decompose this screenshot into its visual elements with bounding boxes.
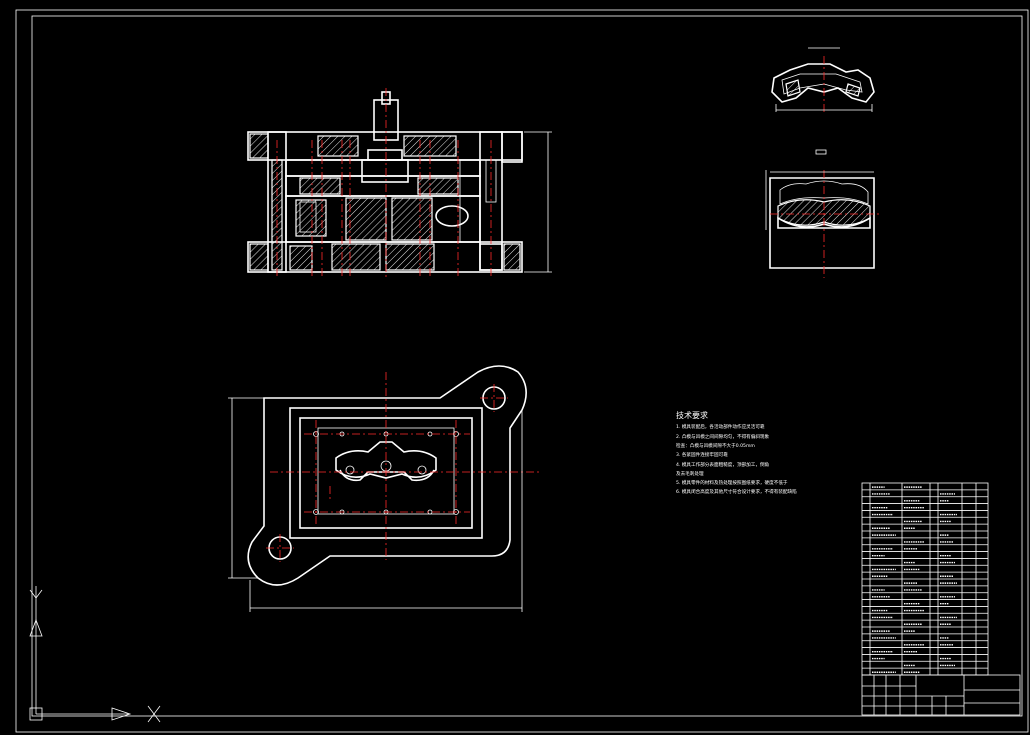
strip-layout[interactable] xyxy=(765,149,880,278)
note-line: 检查：凸模与凹模间隙不大于0.05mm xyxy=(676,442,755,449)
plan-view[interactable] xyxy=(228,365,540,612)
note-line: 1. 模具装配后，各活动部件动作应灵活可靠 xyxy=(676,423,765,430)
bom-rows xyxy=(862,489,988,669)
note-line: 6. 模具闭合高度及其他尺寸符合设计要求，不得有装配缺陷 xyxy=(676,488,797,495)
inner-frame xyxy=(31,15,1023,717)
note-line: 4. 模具工作部分表面粗糙度，顶部加工，倒角 xyxy=(676,461,770,468)
front-section-view[interactable] xyxy=(247,88,552,280)
notes-heading: 技术要求 xyxy=(676,410,708,420)
title-block[interactable] xyxy=(861,674,1021,716)
ucs-axis-icon xyxy=(29,586,161,723)
part-drawing[interactable] xyxy=(771,47,875,112)
bom-cell-marks xyxy=(872,486,957,673)
note-line: 2. 凸模与凹模之间间隙均匀，不得有偏斜现象 xyxy=(676,433,770,440)
bom-table[interactable] xyxy=(861,482,989,676)
note-line: 5. 模具零件的材料及热处理按照图纸要求，硬度不低于 xyxy=(676,479,788,486)
outer-frame xyxy=(15,9,1029,733)
technical-notes: 技术要求 1. 模具装配后，各活动部件动作应灵活可靠 2. 凸模与凹模之间间隙均… xyxy=(676,410,797,495)
note-line: 3. 各紧固件连接牢固可靠 xyxy=(676,451,728,458)
note-line: 及去毛刺处理 xyxy=(676,470,704,477)
